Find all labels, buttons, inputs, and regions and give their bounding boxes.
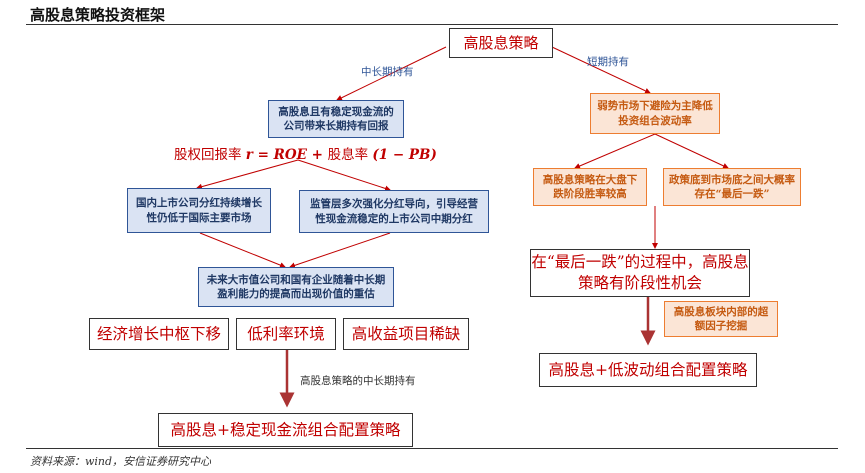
- connector-root-right: [551, 46, 651, 94]
- final-strategy-right-box: 高股息+低波动组合配置策略: [539, 353, 757, 387]
- formula-math-part2: (1 − PB): [372, 147, 437, 163]
- left-connectors: [196, 159, 391, 269]
- regulation-box: 监管层多次强化分红导向，引导经营性现金流稳定的上市公司中期分红: [299, 190, 489, 233]
- risk-aversion-box: 弱势市场下避险为主降低投资组合波动率: [590, 93, 720, 134]
- alpha-factor-box: 高股息板块内部的超额因子挖掘: [664, 301, 778, 337]
- dividend-growth-box: 国内上市公司分红持续增长性仍低于国际主要市场: [127, 188, 271, 233]
- formula-prefix: 股权回报率: [174, 147, 242, 163]
- formula-dividend: 股息率: [327, 147, 369, 163]
- revaluation-box: 未来大市值公司和国有企业随着中长期盈利能力的提高而出现价值的重估: [198, 267, 394, 307]
- equity-return-formula: 股权回报率 r = ROE + 股息率 (1 − PB): [174, 143, 437, 163]
- source-note: 资料来源：wind，安信证券研究中心: [30, 455, 212, 468]
- connector-regulation-revaluation: [289, 232, 391, 269]
- footer-divider: [26, 448, 838, 449]
- policy-bottom-box: 政策底到市场底之间大概率存在“最后一跌”: [663, 168, 801, 206]
- connector-risk-policy: [654, 133, 729, 169]
- title-divider: [26, 24, 838, 25]
- branch-label-mid-long: 中长期持有: [361, 66, 414, 78]
- bear-market-winrate-box: 高股息策略在大盘下跌阶段胜率较高: [533, 168, 647, 206]
- macro-box-low-rate: 低利率环境: [236, 318, 336, 350]
- connector-cashflow-regulation: [297, 159, 391, 192]
- connector-payout-revaluation: [199, 232, 286, 268]
- arrow-label-mid-long: 高股息策略的中长期持有: [300, 375, 416, 387]
- root-connectors: [336, 46, 651, 101]
- last-drop-opportunity-box: 在“最后一跌”的过程中，高股息策略有阶段性机会: [530, 249, 750, 297]
- thick-arrows: [279, 296, 656, 408]
- branch-label-short: 短期持有: [587, 56, 629, 68]
- final-strategy-left-box: 高股息+稳定现金流组合配置策略: [158, 413, 413, 447]
- connector-root-left: [336, 46, 447, 101]
- macro-box-growth: 经济增长中枢下移: [89, 318, 229, 350]
- connector-cashflow-payout: [196, 159, 299, 190]
- strategy-root-box: 高股息策略: [449, 28, 553, 58]
- cashflow-return-box: 高股息且有稳定现金流的公司带来长期持有回报: [268, 100, 404, 138]
- macro-box-scarcity: 高收益项目稀缺: [343, 318, 469, 350]
- page-title: 高股息策略投资框架: [30, 6, 166, 24]
- connector-risk-decline: [574, 133, 656, 169]
- right-connectors: [574, 133, 729, 249]
- formula-math-part1: r = ROE +: [245, 147, 328, 163]
